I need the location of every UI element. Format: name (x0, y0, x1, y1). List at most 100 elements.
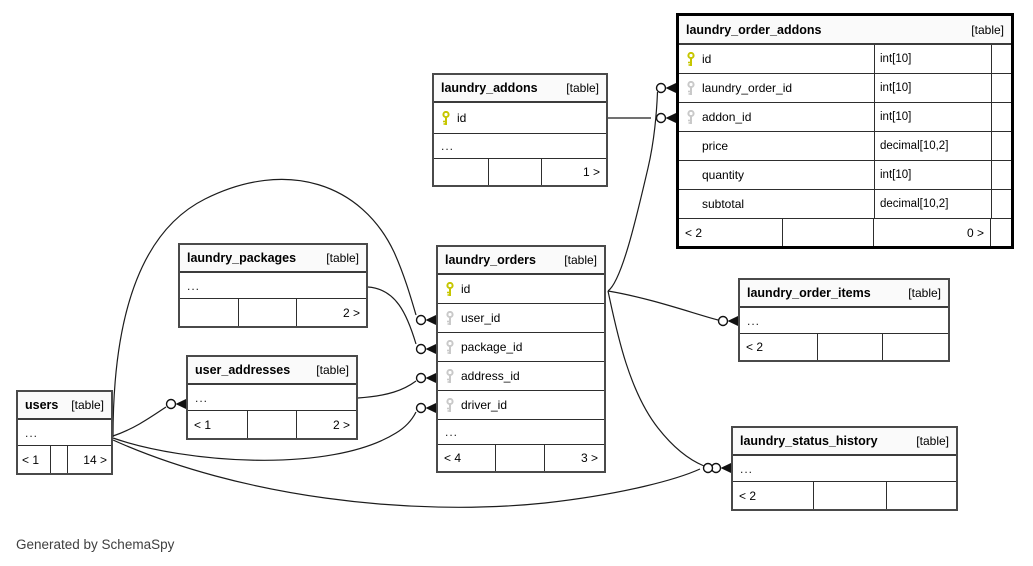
hidden-columns-row[interactable]: ... (188, 385, 356, 411)
column-row-quantity[interactable]: quantity int[10] (679, 161, 1011, 190)
table-laundry-orders[interactable]: laundry_orders [table] id user_id packag… (436, 245, 606, 473)
column-row-id[interactable]: id (434, 103, 606, 134)
link-slot (991, 161, 1011, 189)
table-header[interactable]: laundry_packages [table] (180, 245, 366, 273)
hidden-columns-row[interactable]: ... (733, 456, 956, 482)
table-name: laundry_addons (441, 81, 538, 95)
parents-count (180, 299, 239, 326)
children-count: 2 > (342, 305, 360, 320)
link-slot (991, 103, 1011, 131)
edge-users-to-user-id (112, 178, 417, 438)
table-name: laundry_orders (445, 253, 537, 267)
table-name: user_addresses (195, 363, 291, 377)
fk-marker-order-items (717, 315, 738, 327)
table-laundry-order-items[interactable]: laundry_order_items [table] ... < 2 (738, 278, 950, 362)
children-count (883, 334, 948, 360)
edge-packages-to-package-id (367, 286, 417, 345)
parents-count: < 2 (740, 334, 818, 360)
table-header[interactable]: laundry_order_items [table] (740, 280, 948, 308)
table-footer: < 1 2 > (188, 411, 356, 438)
column-name: user_id (461, 311, 501, 325)
column-name: id (461, 282, 471, 296)
column-row-id[interactable]: id int[10] (679, 45, 1011, 74)
table-laundry-status-history[interactable]: laundry_status_history [table] ... < 2 (731, 426, 958, 511)
column-row-laundry-order-id[interactable]: laundry_order_id int[10] (679, 74, 1011, 103)
table-users[interactable]: users [table] ... < 1 14 > (16, 390, 113, 475)
children-count: 3 > (580, 451, 598, 465)
foreign-key-icon (446, 368, 454, 383)
table-footer: < 2 (740, 334, 948, 360)
hidden-columns-row[interactable]: ... (434, 134, 606, 159)
table-header[interactable]: laundry_addons [table] (434, 75, 606, 103)
footer-spacer (248, 411, 297, 438)
primary-key-icon (687, 51, 695, 66)
column-row-address-id[interactable]: address_id (438, 362, 604, 391)
edge-orders-to-laundry-order-id (607, 91, 659, 292)
foreign-key-icon (446, 310, 454, 325)
column-name: id (457, 111, 467, 125)
table-laundry-order-addons[interactable]: laundry_order_addons [table] id int[10] … (676, 13, 1014, 249)
table-header[interactable]: laundry_orders [table] (438, 247, 604, 275)
column-row-subtotal[interactable]: subtotal decimal[10,2] (679, 190, 1011, 219)
table-name: laundry_status_history (740, 434, 878, 448)
table-laundry-packages[interactable]: laundry_packages [table] ... 2 > (178, 243, 368, 328)
children-count: 2 > (332, 417, 350, 432)
footer-spacer (239, 299, 297, 326)
table-user-addresses[interactable]: user_addresses [table] ... < 1 2 > (186, 355, 358, 440)
link-slot (991, 219, 1011, 246)
parents-count: < 1 (188, 411, 248, 438)
footer-spacer (814, 482, 887, 509)
column-row-id[interactable]: id (438, 275, 604, 304)
hidden-columns-row[interactable]: ... (18, 420, 111, 446)
hidden-columns-row[interactable]: ... (438, 420, 604, 445)
column-row-price[interactable]: price decimal[10,2] (679, 132, 1011, 161)
parents-count: < 1 (18, 446, 51, 473)
column-type: int[10] (874, 103, 991, 131)
parents-count: < 2 (733, 482, 814, 509)
children-count (887, 482, 956, 509)
table-tag: [table] (326, 251, 359, 265)
table-header[interactable]: users [table] (18, 392, 111, 420)
column-name: package_id (461, 340, 523, 354)
fk-marker-address-id (415, 372, 436, 384)
column-name: addon_id (702, 110, 752, 124)
hidden-columns-row[interactable]: ... (740, 308, 948, 334)
table-header[interactable]: user_addresses [table] (188, 357, 356, 385)
column-row-package-id[interactable]: package_id (438, 333, 604, 362)
footer-spacer (783, 219, 874, 246)
parents-count: < 2 (679, 219, 783, 246)
table-laundry-addons[interactable]: laundry_addons [table] id ... 1 > (432, 73, 608, 187)
link-slot (991, 190, 1011, 218)
column-name: address_id (461, 369, 520, 383)
table-tag: [table] (316, 363, 349, 377)
primary-key-icon (442, 110, 450, 125)
footer-spacer (51, 446, 68, 473)
fk-marker-driver-id (415, 402, 436, 414)
column-name: subtotal (702, 197, 745, 211)
column-name: quantity (702, 168, 745, 182)
table-header[interactable]: laundry_status_history [table] (733, 428, 956, 456)
edge-users-to-driver-id (112, 411, 417, 461)
column-row-addon-id[interactable]: addon_id int[10] (679, 103, 1011, 132)
fk-marker-user-addresses (165, 398, 186, 410)
column-name: laundry_order_id (702, 81, 793, 95)
table-footer: 2 > (180, 299, 366, 326)
table-footer: < 1 14 > (18, 446, 111, 473)
fk-marker-user-id (415, 314, 436, 326)
children-count: 0 > (874, 219, 991, 246)
table-tag: [table] (916, 434, 949, 448)
table-tag: [table] (564, 253, 597, 267)
foreign-key-icon (446, 339, 454, 354)
column-name: price (702, 139, 729, 153)
table-header[interactable]: laundry_order_addons [table] (679, 16, 1011, 45)
children-count: 14 > (83, 452, 107, 467)
column-row-driver-id[interactable]: driver_id (438, 391, 604, 420)
footer-spacer (496, 445, 545, 471)
hidden-columns-row[interactable]: ... (180, 273, 366, 299)
column-row-user-id[interactable]: user_id (438, 304, 604, 333)
children-count: 1 > (582, 165, 600, 179)
link-slot (991, 45, 1011, 73)
parents-count: < 4 (438, 445, 496, 471)
table-name: users (25, 398, 59, 412)
